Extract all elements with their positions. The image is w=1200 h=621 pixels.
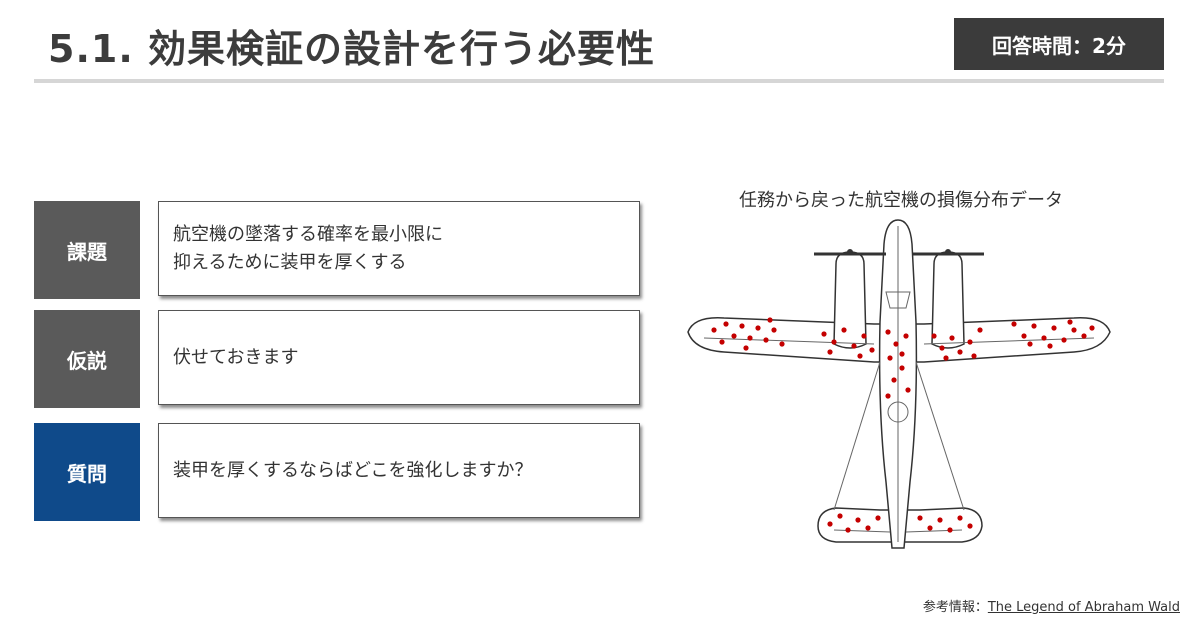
reference-link[interactable]: The Legend of Abraham Wald	[987, 600, 1180, 615]
question-text-box: 装甲を厚くするならばどこを強化しますか？	[158, 423, 640, 518]
reference-prefix: 参考情報：	[922, 600, 988, 615]
page-title: 5.1. 効果検証の設計を行う必要性	[48, 27, 655, 71]
issue-text-line-2: 抑えるために装甲を厚くする	[173, 251, 407, 273]
reference-note: 参考情報：The Legend of Abraham Wald	[923, 596, 1180, 615]
issue-text-line-1: 航空機の墜落する確率を最小限に	[173, 223, 443, 245]
hypothesis-text-line-1: 伏せておきます	[173, 346, 299, 368]
airplane-damage-diagram	[687, 219, 1111, 549]
damage-dots	[711, 317, 1095, 533]
right-engine	[931, 251, 965, 349]
answer-time-badge: 回答時間：2分	[954, 18, 1164, 70]
hypothesis-label: 仮説	[34, 310, 140, 408]
issue-label: 課題	[34, 201, 140, 299]
question-text-line-1: 装甲を厚くするならばどこを強化しますか？	[173, 459, 533, 481]
hypothesis-text-box: 伏せておきます	[158, 310, 640, 405]
title-underline	[34, 79, 1164, 83]
left-engine	[833, 251, 867, 349]
issue-text-box: 航空機の墜落する確率を最小限に 抑えるために装甲を厚くする	[158, 201, 640, 296]
question-label: 質問	[34, 423, 140, 521]
figure-caption: 任務から戻った航空機の損傷分布データ	[739, 190, 1063, 211]
